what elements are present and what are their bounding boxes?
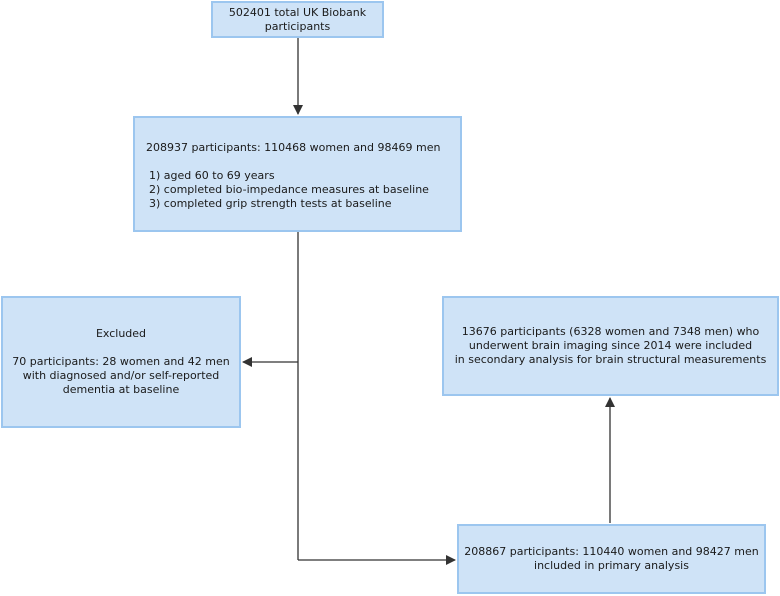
excluded-line-2: with diagnosed and/or self-reported xyxy=(22,369,220,382)
excluded-line-3: dementia at baseline xyxy=(62,383,180,396)
primary-line-2: included in primary analysis xyxy=(534,559,689,572)
total-participants-box: 502401 total UK Biobank participants xyxy=(211,1,384,38)
criterion-3: 3) completed grip strength tests at base… xyxy=(149,197,392,210)
eligible-heading: 208937 participants: 110468 women and 98… xyxy=(146,141,441,154)
primary-analysis-box: 208867 participants: 110440 women and 98… xyxy=(457,524,766,594)
excluded-title: Excluded xyxy=(95,327,147,340)
total-line-2: participants xyxy=(264,19,331,33)
primary-line-1: 208867 participants: 110440 women and 98… xyxy=(464,545,759,558)
eligible-participants-box: 208937 participants: 110468 women and 98… xyxy=(133,116,462,232)
imaging-secondary-box: 13676 participants (6328 women and 7348 … xyxy=(442,296,779,396)
imaging-line-3: in secondary analysis for brain structur… xyxy=(454,353,767,366)
excluded-box: Excluded 70 participants: 28 women and 4… xyxy=(1,296,241,428)
imaging-line-1: 13676 participants (6328 women and 7348 … xyxy=(461,325,760,338)
criterion-2: 2) completed bio-impedance measures at b… xyxy=(149,183,429,196)
total-line-1: 502401 total UK Biobank xyxy=(228,5,367,19)
criterion-1: 1) aged 60 to 69 years xyxy=(149,169,275,182)
imaging-line-2: underwent brain imaging since 2014 were … xyxy=(468,339,753,352)
excluded-line-1: 70 participants: 28 women and 42 men xyxy=(12,355,230,368)
